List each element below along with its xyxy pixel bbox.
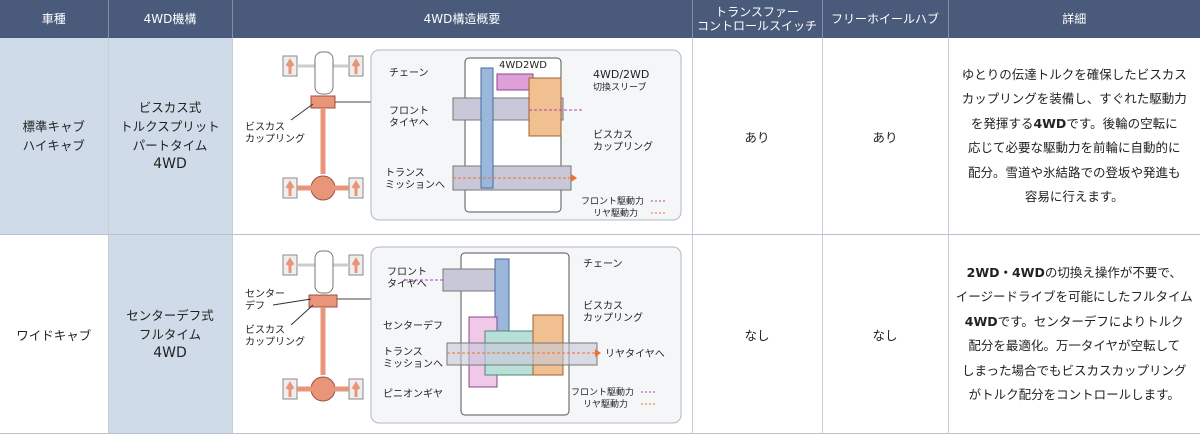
mechanism-line: パートタイム — [132, 138, 208, 153]
chain-label: チェーン — [389, 67, 429, 79]
header-transfer-switch: トランスファーコントロールスイッチ — [692, 0, 823, 38]
header-detail: 詳細 — [948, 0, 1200, 38]
detail-line: 配分。雪道や氷結路での登坂や発進も — [967, 164, 1181, 180]
mechanism-cell: センターデフ式 フルタイム 4WD — [108, 234, 233, 434]
legend-rear: リヤ駆動力 — [593, 207, 638, 219]
diagram-cell: ビスカス カップリング チェーン 4WD2WD 4WD/2WD — [232, 38, 693, 235]
chassis-figure — [272, 250, 381, 402]
drivetrain-diagram: ビスカス カップリング チェーン 4WD2WD 4WD/2WD — [245, 49, 681, 221]
detail-line: 配分を最適化。万一タイヤが空転して — [968, 338, 1181, 353]
detail-line: 2WD・4WDの切換え操作が不要で、 — [966, 264, 1182, 280]
mechanism-line: 4WD — [153, 156, 187, 172]
mechanism-line: フルタイム — [138, 326, 202, 342]
coupling-label: ビスカス — [245, 121, 285, 133]
car-type-line: 標準キャブ — [22, 119, 85, 134]
legend-front: フロント駆動力 — [571, 386, 634, 398]
trans-label: ミッションへ — [383, 359, 443, 370]
legend-front: フロント駆動力 — [581, 195, 644, 207]
viscous-label: ビスカス — [583, 300, 623, 312]
legend-rear: リヤ駆動力 — [583, 398, 628, 410]
detail-line: 4WDです。センターデフによりトルク — [964, 313, 1184, 329]
switch-sleeve-label: 4WD/2WD — [593, 68, 649, 81]
viscous-label: カップリング — [583, 311, 643, 324]
mechanism-line: 4WD — [153, 344, 187, 361]
detail-line: ゆとりの伝達トルクを確保したビスカス — [961, 66, 1187, 82]
transfer-switch-cell: あり — [692, 38, 823, 235]
transfer-switch-cell: なし — [692, 234, 823, 434]
trans-label: トランス — [383, 346, 423, 358]
detail-line: カップリングを装備し、すぐれた駆動力 — [961, 91, 1187, 106]
shaft — [452, 165, 571, 191]
center-diff-label: センターデフ — [383, 319, 443, 332]
car-type-cell: ワイドキャブ — [0, 234, 109, 434]
detail-cell: 2WD・4WDの切換え操作が不要で、 イージードライブを可能にしたフルタイム 4… — [948, 234, 1200, 434]
shaft — [442, 268, 503, 292]
header-structure: 4WD構造概要 — [232, 0, 693, 38]
center-diff-label: センター — [245, 288, 285, 300]
trans-label: ミッションへ — [385, 180, 445, 191]
detail-line: がトルク配分をコントロールします。 — [968, 387, 1180, 402]
header-car-type: 車種 — [0, 0, 109, 38]
detail-line: 応じて必要な駆動力を前輪に自動的に — [967, 140, 1181, 155]
car-type-line: ハイキャブ — [22, 138, 85, 153]
mode-label: 4WD2WD — [499, 60, 547, 71]
trans-label: トランス — [385, 167, 425, 179]
coupling-label: カップリング — [245, 132, 305, 145]
detail-line: を発揮する4WDです。後輪の空転に — [970, 115, 1178, 131]
table-row: ワイドキャブ センターデフ式 フルタイム 4WD — [0, 234, 1200, 434]
free-wheel-hub-cell: なし — [822, 234, 949, 434]
chain — [480, 67, 493, 189]
detail-line: しまった場合でもビスカスカップリング — [961, 362, 1187, 378]
sleeve — [496, 73, 533, 91]
viscous — [528, 77, 561, 137]
header-mechanism: 4WD機構 — [108, 0, 233, 38]
front-tire-label: フロント — [389, 106, 429, 117]
table-row: 標準キャブ ハイキャブ ビスカス式 トルクスプリット パートタイム 4WD — [0, 38, 1200, 235]
center-diff-label: デフ — [245, 299, 265, 312]
header-row: 車種 4WD機構 4WD構造概要 トランスファーコントロールスイッチ フリーホイ… — [0, 0, 1200, 38]
switch-sleeve-label: 切換スリーブ — [593, 81, 646, 93]
viscous-label: ビスカス — [593, 129, 633, 141]
detail-line: イージードライブを可能にしたフルタイム — [955, 289, 1193, 304]
coupling-label: ビスカス — [245, 324, 285, 336]
front-tire-label: フロント — [387, 267, 427, 278]
detail-line: 容易に行えます。 — [1024, 189, 1124, 204]
mechanism-line: センターデフ式 — [126, 307, 214, 323]
rear-tire-label: リヤタイヤへ — [605, 348, 665, 360]
coupling-label: カップリング — [245, 335, 305, 348]
front-tire-label: タイヤへ — [389, 117, 429, 129]
mechanism-line: ビスカス式 — [138, 100, 202, 115]
front-tire-label: タイヤへ — [387, 278, 427, 290]
detail-cell: ゆとりの伝達トルクを確保したビスカス カップリングを装備し、すぐれた駆動力 を発… — [948, 38, 1200, 235]
drivetrain-diagram: センター デフ ビスカス カップリング チェーン フロント — [245, 246, 681, 424]
viscous-label: カップリング — [593, 140, 653, 153]
chain-label: チェーン — [583, 258, 623, 270]
shaft — [446, 342, 597, 366]
chassis-figure — [282, 51, 381, 201]
mechanism-line: トルクスプリット — [120, 119, 220, 134]
pinion-label: ピニオンギヤ — [383, 388, 443, 400]
car-type-cell: 標準キャブ ハイキャブ — [0, 38, 109, 235]
header-free-wheel-hub: フリーホイールハブ — [822, 0, 949, 38]
mechanism-cell: ビスカス式 トルクスプリット パートタイム 4WD — [108, 38, 233, 235]
diagram-cell: センター デフ ビスカス カップリング チェーン フロント — [232, 234, 693, 434]
free-wheel-hub-cell: あり — [822, 38, 949, 235]
